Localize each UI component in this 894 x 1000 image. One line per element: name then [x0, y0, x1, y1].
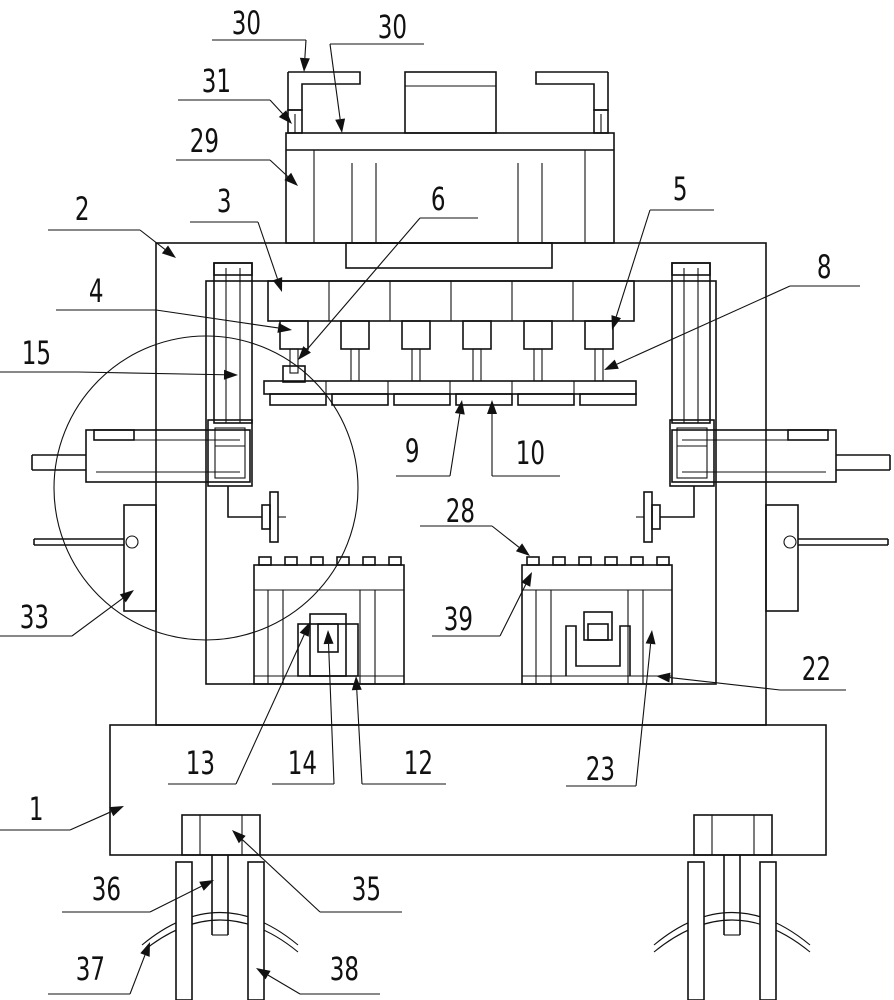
label-22: 22 — [802, 650, 831, 688]
leader-arrowhead-10 — [487, 400, 497, 414]
leader-arrowhead-36 — [199, 880, 214, 891]
leader-arrowhead-5 — [611, 315, 621, 330]
leader-line-23 — [635, 643, 652, 787]
leader-arrowhead-14 — [323, 630, 334, 645]
leader-arrowhead-9 — [454, 400, 465, 415]
leader-line-37 — [129, 954, 146, 995]
label-10: 10 — [516, 434, 545, 472]
label-23: 23 — [586, 750, 615, 788]
leader-line-15 — [77, 371, 225, 376]
leader-arrowhead-32 — [299, 57, 310, 72]
label-1: 1 — [29, 790, 44, 828]
leader-arrowhead-8 — [604, 359, 619, 370]
leader-arrowhead-23 — [645, 630, 656, 645]
leader-line-39 — [499, 584, 527, 637]
leader-line-6 — [306, 217, 421, 350]
label-36: 36 — [92, 870, 121, 908]
label-37: 37 — [76, 950, 105, 988]
leader-line-32 — [304, 39, 307, 59]
leader-arrowhead-28 — [515, 543, 530, 556]
label-29: 29 — [190, 122, 219, 160]
label-35: 35 — [352, 870, 381, 908]
label-3: 3 — [217, 182, 232, 220]
leader-arrowhead-6 — [298, 346, 311, 360]
label-39: 39 — [444, 600, 473, 638]
leader-line-13 — [235, 634, 305, 785]
leader-arrowhead-1 — [109, 806, 124, 817]
leader-arrowhead-38 — [256, 968, 271, 980]
leader-line-36 — [149, 885, 202, 913]
leader-line-2 — [139, 229, 166, 250]
leader-line-9 — [449, 413, 461, 477]
leader-line-28 — [491, 525, 520, 548]
leader-line-29 — [269, 159, 289, 177]
leader-arrowhead-22 — [656, 672, 671, 683]
label-32: 30 — [232, 4, 261, 42]
leader-arrowhead-30 — [335, 118, 346, 133]
detail-circle — [53, 335, 359, 641]
right-wheel-assembly — [653, 814, 811, 1000]
label-14: 14 — [288, 744, 317, 782]
leader-line-14 — [327, 643, 335, 785]
right-side-mechanism — [636, 262, 891, 612]
label-9: 9 — [405, 432, 420, 470]
leader-line-12 — [356, 689, 363, 785]
leader-arrowhead-13 — [299, 622, 310, 637]
label-15: 15 — [22, 334, 51, 372]
label-4: 4 — [89, 272, 104, 310]
leader-line-5 — [615, 209, 651, 317]
lower-left-die — [253, 556, 405, 685]
base — [109, 724, 827, 856]
label-38: 38 — [330, 950, 359, 988]
label-2: 2 — [75, 190, 90, 228]
leader-line-33 — [71, 597, 124, 637]
label-6: 6 — [431, 180, 446, 218]
leader-arrowhead-33 — [119, 590, 134, 603]
label-31: 31 — [202, 62, 231, 100]
leader-line-38 — [267, 974, 301, 995]
leader-line-4 — [155, 309, 279, 329]
label-8: 8 — [817, 248, 832, 286]
leader-arrowhead-35 — [232, 830, 246, 844]
label-12: 12 — [404, 744, 433, 782]
leader-line-22 — [669, 677, 781, 691]
leader-line-31 — [269, 99, 283, 115]
lower-right-die — [521, 556, 673, 685]
leader-line-1 — [69, 811, 112, 831]
top-press-assembly — [285, 71, 615, 269]
leader-line-3 — [257, 221, 278, 279]
main-frame — [155, 242, 767, 726]
reference-numerals: 30 30 31 29 2 3 6 5 8 4 15 9 10 28 39 33… — [20, 4, 832, 988]
left-side-mechanism — [31, 262, 286, 612]
label-5: 5 — [673, 170, 688, 208]
leader-arrowhead-37 — [140, 942, 150, 957]
leader-arrowhead-12 — [351, 676, 362, 691]
leader-arrowhead-31 — [278, 110, 292, 124]
label-30: 30 — [378, 8, 407, 46]
label-28: 28 — [446, 492, 475, 530]
leader-arrowhead-39 — [521, 572, 532, 587]
leader-arrowhead-2 — [161, 245, 176, 258]
leader-arrowhead-4 — [277, 323, 292, 333]
upper-die-row — [263, 280, 637, 406]
leader-arrowhead-29 — [284, 172, 298, 186]
leader-arrowhead-3 — [272, 277, 283, 292]
leader-line-30 — [329, 43, 341, 120]
left-wheel-assembly — [141, 814, 299, 1000]
leader-line-35 — [241, 839, 321, 913]
label-13: 13 — [186, 744, 215, 782]
leader-arrowhead-15 — [223, 369, 238, 380]
leader-lines — [0, 39, 860, 995]
leader-line-8 — [616, 285, 791, 365]
label-33: 33 — [20, 598, 49, 636]
